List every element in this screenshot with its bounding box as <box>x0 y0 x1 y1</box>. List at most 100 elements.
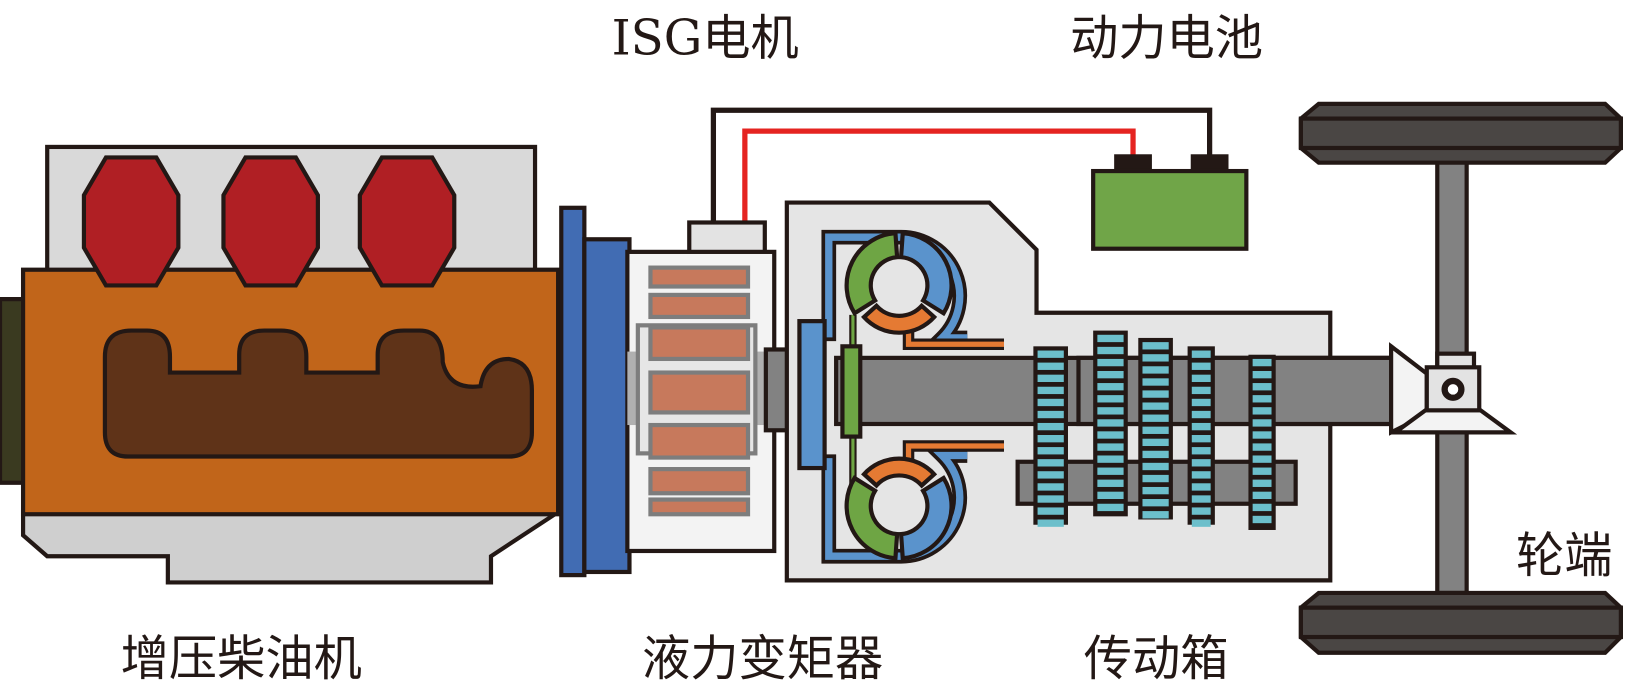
gear-4 <box>1187 346 1215 527</box>
stator-coil <box>648 292 751 320</box>
gear-tooth <box>1037 362 1064 370</box>
gear-tooth <box>1037 350 1064 358</box>
cylinder-head-1 <box>81 155 181 288</box>
turbine-green-0 <box>844 230 900 317</box>
gear-tooth <box>1037 422 1064 431</box>
power-battery <box>1091 154 1249 251</box>
gear-tooth <box>1252 431 1272 439</box>
stator-coil <box>648 422 751 460</box>
gear-tooth <box>1252 419 1272 427</box>
gear-tooth <box>1142 366 1169 374</box>
gear-tooth <box>1142 486 1169 495</box>
gear-tooth <box>1097 358 1124 367</box>
battery-terminal-negative <box>1190 154 1229 174</box>
gear-tooth <box>1037 459 1064 467</box>
gear-5 <box>1248 354 1276 530</box>
gear-tooth <box>1142 426 1169 434</box>
gear-tooth <box>1191 459 1211 467</box>
isg-motor <box>625 220 777 554</box>
battery-body <box>1091 168 1249 251</box>
gear-tooth <box>1097 443 1124 451</box>
gear-tooth <box>1097 407 1124 415</box>
gear-tooth <box>1097 395 1124 403</box>
gear-tooth <box>1191 483 1211 491</box>
gear-tooth <box>1037 398 1064 407</box>
cylinder-head-3 <box>357 155 457 288</box>
cylinder-head-2 <box>221 155 320 288</box>
gear-2 <box>1093 330 1128 517</box>
battery-terminal-positive <box>1114 154 1152 174</box>
gear-tooth <box>1191 410 1211 419</box>
gear-tooth <box>1252 407 1272 415</box>
torque-converter <box>797 229 1004 564</box>
gear-tooth <box>1037 519 1064 527</box>
gear-tooth <box>1097 419 1124 427</box>
wheel-end <box>1298 101 1623 655</box>
gear-tooth <box>1191 374 1211 383</box>
label-isg-motor: ISG电机 <box>612 11 799 67</box>
pump-blue-1 <box>898 475 954 561</box>
wheel-bottom <box>1298 590 1623 655</box>
gear-tooth <box>1191 495 1211 503</box>
gear-tooth <box>1252 503 1272 512</box>
gear-tooth <box>1252 491 1272 500</box>
gear-tooth <box>1142 402 1169 410</box>
stator-orange-0 <box>861 302 938 335</box>
gear-tooth <box>1097 346 1124 355</box>
differential-bolt-icon <box>1441 377 1465 401</box>
stator-coil <box>648 265 751 289</box>
wheel-top <box>1298 101 1623 165</box>
stator-coil <box>648 370 751 415</box>
stator-orange-1 <box>861 456 938 489</box>
gear-tooth <box>1142 438 1169 447</box>
gear-tooth <box>1191 422 1211 431</box>
negative-wire <box>710 107 1213 225</box>
turbine-green-1 <box>844 475 900 561</box>
gear-tooth <box>1252 358 1272 367</box>
gear-tooth <box>1252 479 1272 487</box>
gear-tooth <box>1037 495 1064 503</box>
gear-1 <box>1033 346 1068 527</box>
label-torque-converter: 液力变矩器 <box>642 631 883 687</box>
tire-top-tread <box>1298 116 1623 151</box>
gear-tooth <box>1142 499 1169 507</box>
gear-tooth <box>1191 447 1211 455</box>
gear-tooth <box>1037 374 1064 383</box>
engine-oil-pan <box>20 510 566 585</box>
gear-tooth <box>1097 370 1124 379</box>
gear-tooth <box>1142 390 1169 398</box>
tire-bottom-tread <box>1298 605 1623 640</box>
label-power-battery: 动力电池 <box>1070 11 1263 67</box>
gear-tooth <box>1097 334 1124 343</box>
converter-front-cover <box>797 319 827 471</box>
label-wheel-end: 轮端 <box>1516 528 1612 584</box>
gear-tooth <box>1142 354 1169 362</box>
gear-tooth <box>1252 370 1272 379</box>
gear-tooth <box>1097 383 1124 391</box>
gear-tooth <box>1142 342 1169 350</box>
stator-coil <box>648 497 751 517</box>
gear-body <box>1248 354 1276 530</box>
gear-tooth <box>1191 398 1211 407</box>
gear-tooth <box>1142 511 1169 519</box>
gear-tooth <box>1097 467 1124 475</box>
gear-3 <box>1138 337 1173 520</box>
gear-tooth <box>1037 410 1064 419</box>
gear-tooth <box>1252 515 1272 524</box>
gear-tooth <box>1037 386 1064 395</box>
gear-tooth <box>1252 443 1272 451</box>
gear-tooth <box>1037 471 1064 479</box>
motor-terminal-box <box>687 220 767 257</box>
gear-tooth <box>1097 479 1124 487</box>
stator-coil <box>648 467 751 496</box>
exhaust-manifold <box>102 328 534 459</box>
gear-tooth <box>1191 471 1211 479</box>
gear-tooth <box>1252 467 1272 475</box>
label-diesel-engine: 增压柴油机 <box>121 631 362 687</box>
gear-tooth <box>1142 474 1169 483</box>
gear-tooth <box>1191 519 1211 527</box>
gear-tooth <box>1037 507 1064 515</box>
gear-tooth <box>1037 447 1064 455</box>
